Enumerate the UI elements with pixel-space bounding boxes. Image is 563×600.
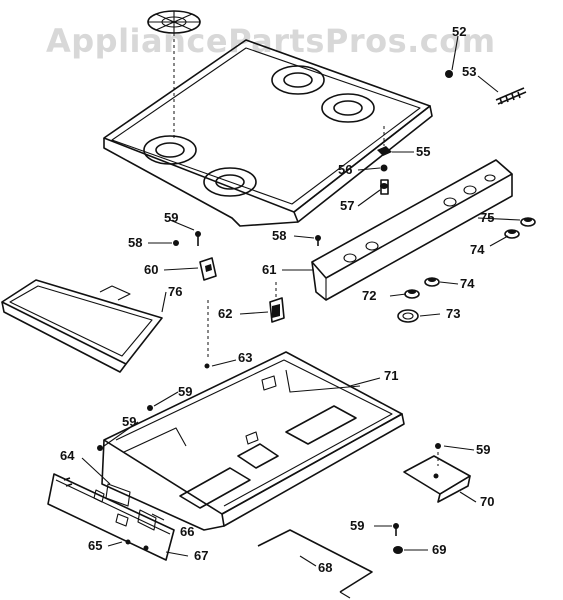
label-52: 52	[452, 24, 466, 39]
label-74-lower: 74	[460, 276, 475, 291]
valve-parts	[377, 126, 392, 195]
label-72: 72	[362, 288, 376, 303]
label-61: 61	[262, 262, 276, 277]
front-rail	[311, 159, 513, 301]
label-53: 53	[462, 64, 476, 79]
leader-lines	[81, 35, 521, 567]
label-58-right: 58	[272, 228, 286, 243]
label-64: 64	[60, 448, 75, 463]
brackets	[199, 257, 285, 360]
label-69: 69	[432, 542, 446, 557]
label-62: 62	[218, 306, 232, 321]
label-59-right: 59	[476, 442, 490, 457]
label-59-top: 59	[164, 210, 178, 225]
label-67: 67	[194, 548, 208, 563]
label-76: 76	[168, 284, 182, 299]
label-71: 71	[384, 368, 398, 383]
label-63: 63	[238, 350, 252, 365]
cooktop-panel	[103, 39, 433, 227]
label-59-bottom: 59	[350, 518, 364, 533]
rod-68	[257, 529, 373, 599]
part-labels: 52 53 55 56 57 58 58 59 59 59 59 59 60 6…	[60, 24, 494, 575]
label-66: 66	[180, 524, 194, 539]
label-55: 55	[416, 144, 430, 159]
label-57: 57	[340, 198, 354, 213]
label-70: 70	[480, 494, 494, 509]
burner-grate	[147, 10, 201, 138]
label-56: 56	[338, 162, 352, 177]
label-74-upper: 74	[470, 242, 485, 257]
burner-box	[101, 351, 405, 531]
screws	[97, 231, 441, 536]
label-59-upper: 59	[178, 384, 192, 399]
label-68: 68	[318, 560, 332, 575]
control-panel	[47, 473, 175, 561]
label-65: 65	[88, 538, 102, 553]
label-59-middle: 59	[122, 414, 136, 429]
knob-and-spring	[445, 70, 527, 105]
bracket-70	[403, 452, 471, 503]
label-73: 73	[446, 306, 460, 321]
broiler-pan	[1, 279, 163, 373]
watermark: AppliancePartsPros.com	[46, 22, 496, 60]
label-75: 75	[480, 210, 494, 225]
label-60: 60	[144, 262, 158, 277]
label-58-left: 58	[128, 235, 142, 250]
clip-69	[393, 546, 403, 554]
grommets	[397, 217, 536, 323]
